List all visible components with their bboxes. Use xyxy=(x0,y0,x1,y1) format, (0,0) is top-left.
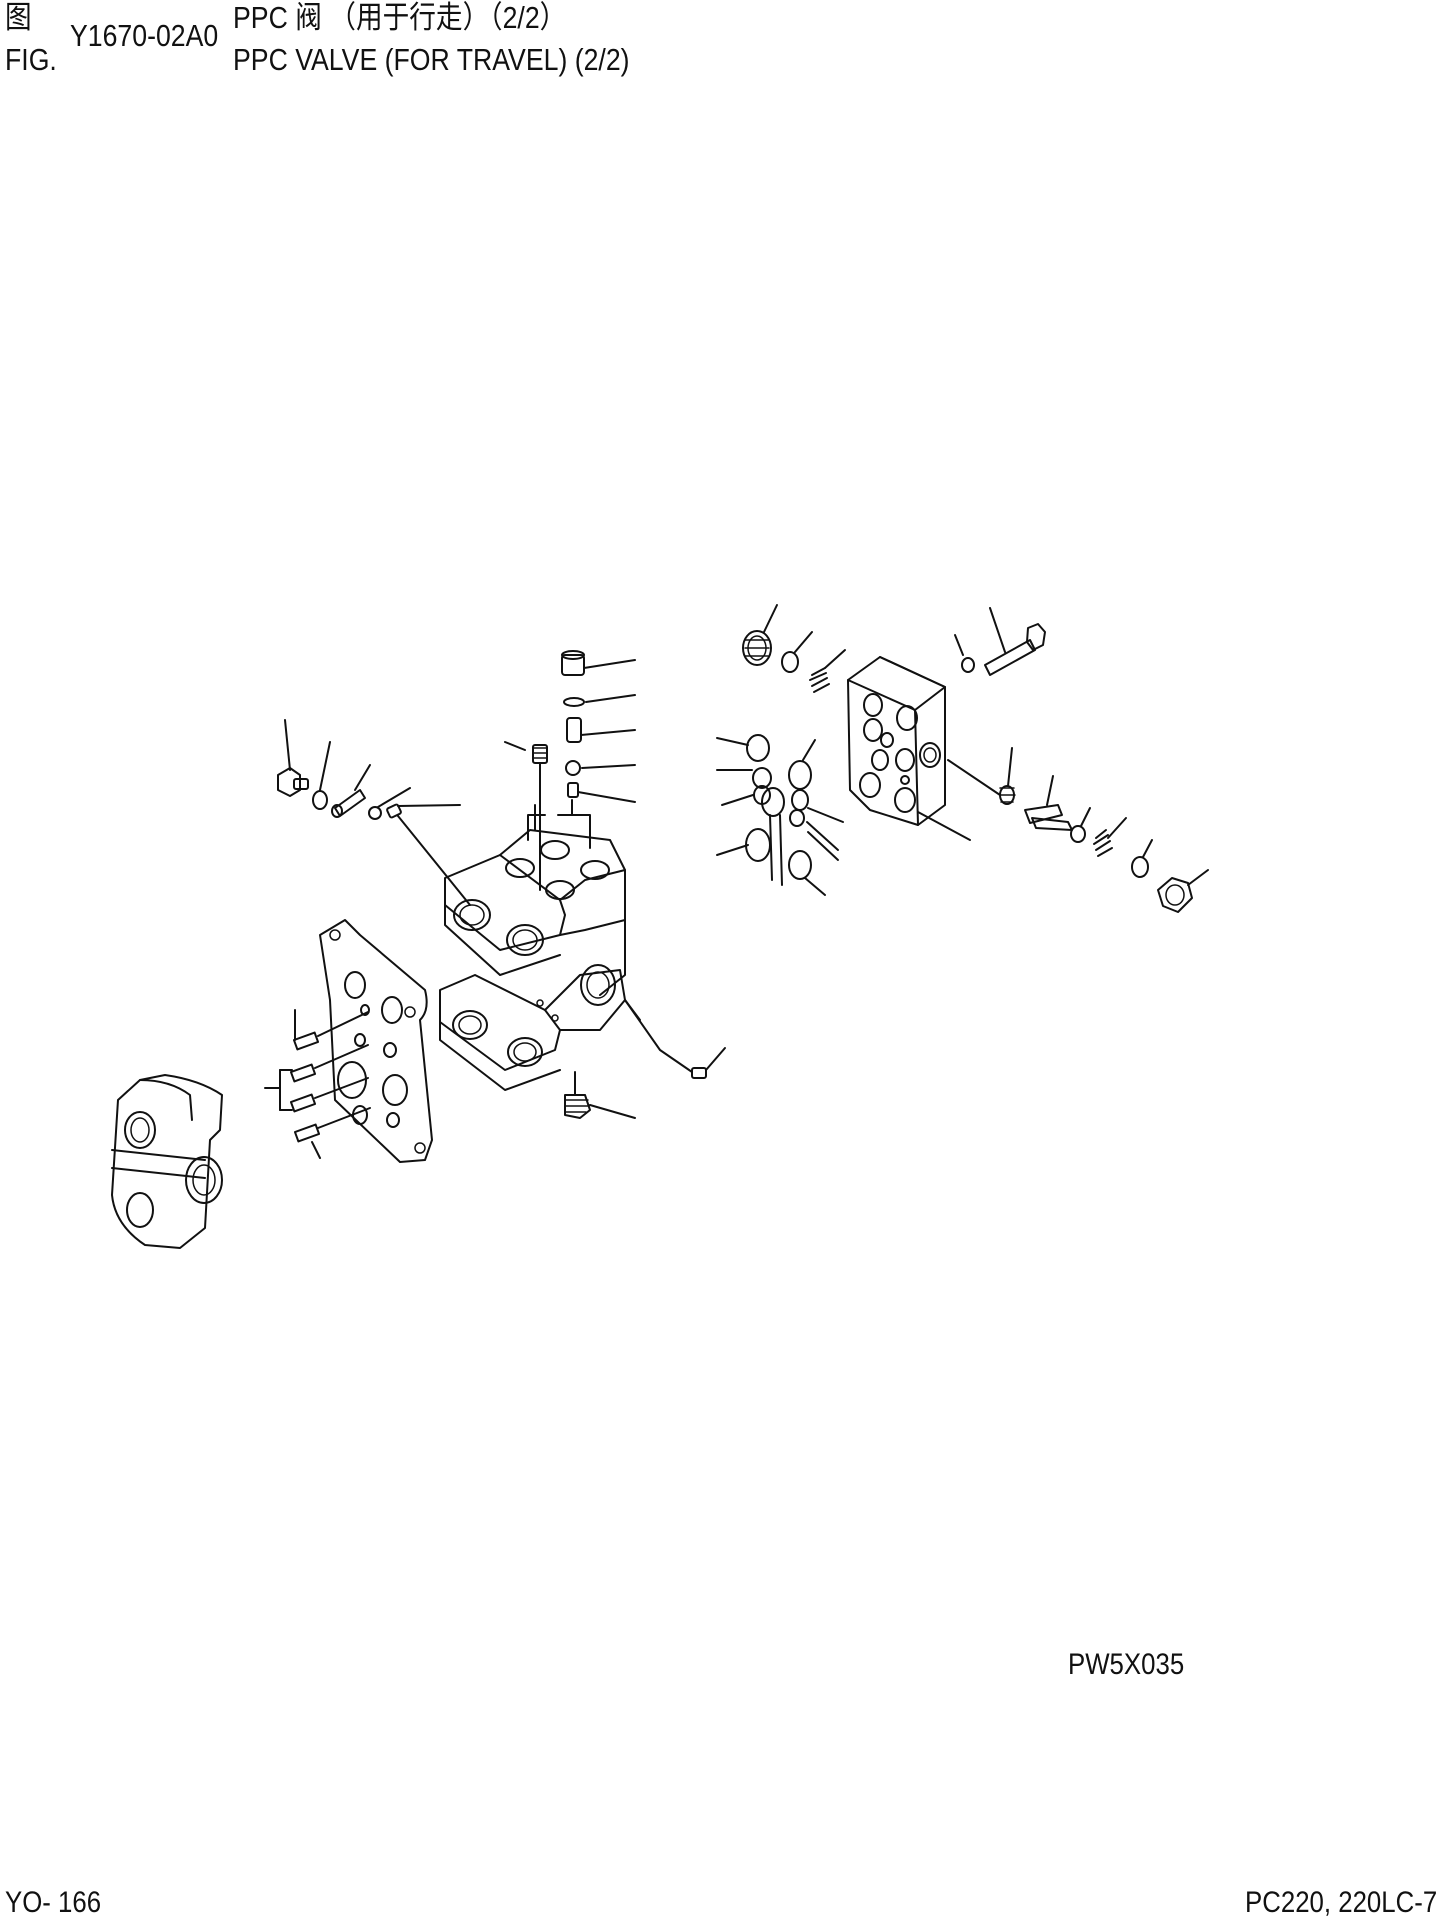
figure-label-zh: 图 xyxy=(5,0,32,35)
left-bolt-assembly xyxy=(277,719,471,906)
guide-pins xyxy=(264,1009,371,1159)
top-stack-parts xyxy=(527,650,636,849)
o-rings-cluster xyxy=(716,734,844,896)
model-name: PC220, 220LC-7 xyxy=(1245,1886,1438,1919)
valve-body-lower xyxy=(439,964,641,1091)
right-top-parts xyxy=(742,604,1046,693)
image-code: PW5X035 xyxy=(1068,1648,1185,1681)
page-number: YO- 166 xyxy=(5,1886,102,1919)
figure-label-en: FIG. xyxy=(5,42,57,77)
right-cover-block xyxy=(847,656,971,841)
gasket-plate xyxy=(319,919,433,1163)
figure-number: Y1670-02A0 xyxy=(70,18,219,53)
lower-plug xyxy=(564,999,726,1119)
right-spool-assembly xyxy=(947,747,1209,913)
title-en: PPC VALVE (FOR TRAVEL) (2/2) xyxy=(233,42,630,77)
title-zh: PPC 阀 （用于行走）（2/2） xyxy=(233,0,567,35)
end-cap-block xyxy=(111,1074,223,1249)
plug-small xyxy=(504,741,548,891)
valve-body-upper xyxy=(444,829,626,996)
